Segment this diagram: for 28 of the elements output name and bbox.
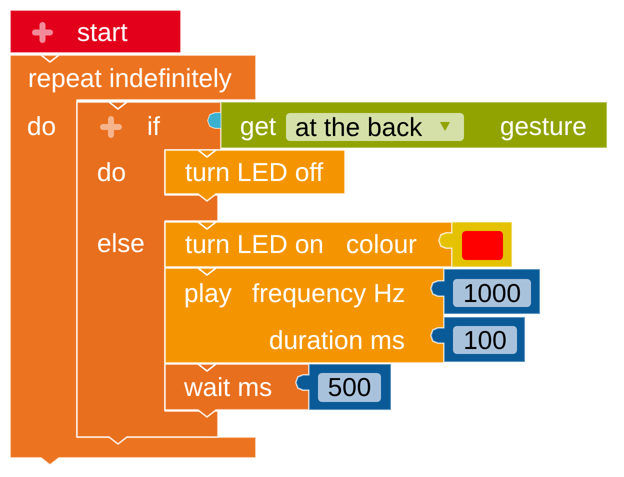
block-label: wait ms [184, 372, 272, 402]
block-label: frequency Hz [252, 278, 406, 308]
number-field: 1000 [453, 279, 531, 307]
value-block [208, 102, 607, 148]
block-label: get [240, 111, 276, 141]
block-label: do [97, 157, 126, 187]
block-label: repeat indefinitely [28, 63, 232, 93]
block-label: turn LED off [185, 157, 324, 187]
statement-block [165, 268, 444, 363]
start-block [10, 10, 181, 53]
block-label: else [97, 228, 145, 258]
block-label: colour [346, 229, 417, 259]
dropdown: at the back [286, 113, 464, 141]
value-block [296, 364, 391, 410]
value-block [431, 269, 540, 314]
block-label: gesture [500, 111, 587, 141]
block-label: start [77, 17, 128, 47]
number-field: 100 [453, 326, 517, 354]
number-field: 500 [318, 373, 381, 402]
block-label: turn LED on [185, 229, 324, 259]
statement-block [165, 150, 345, 201]
statement-block [165, 364, 309, 417]
block-label: duration ms [269, 325, 405, 355]
block-label: do [27, 111, 56, 141]
statement-block [165, 222, 452, 267]
block-label: if [147, 111, 160, 141]
value-block [431, 317, 525, 362]
block-label: play [184, 278, 232, 308]
